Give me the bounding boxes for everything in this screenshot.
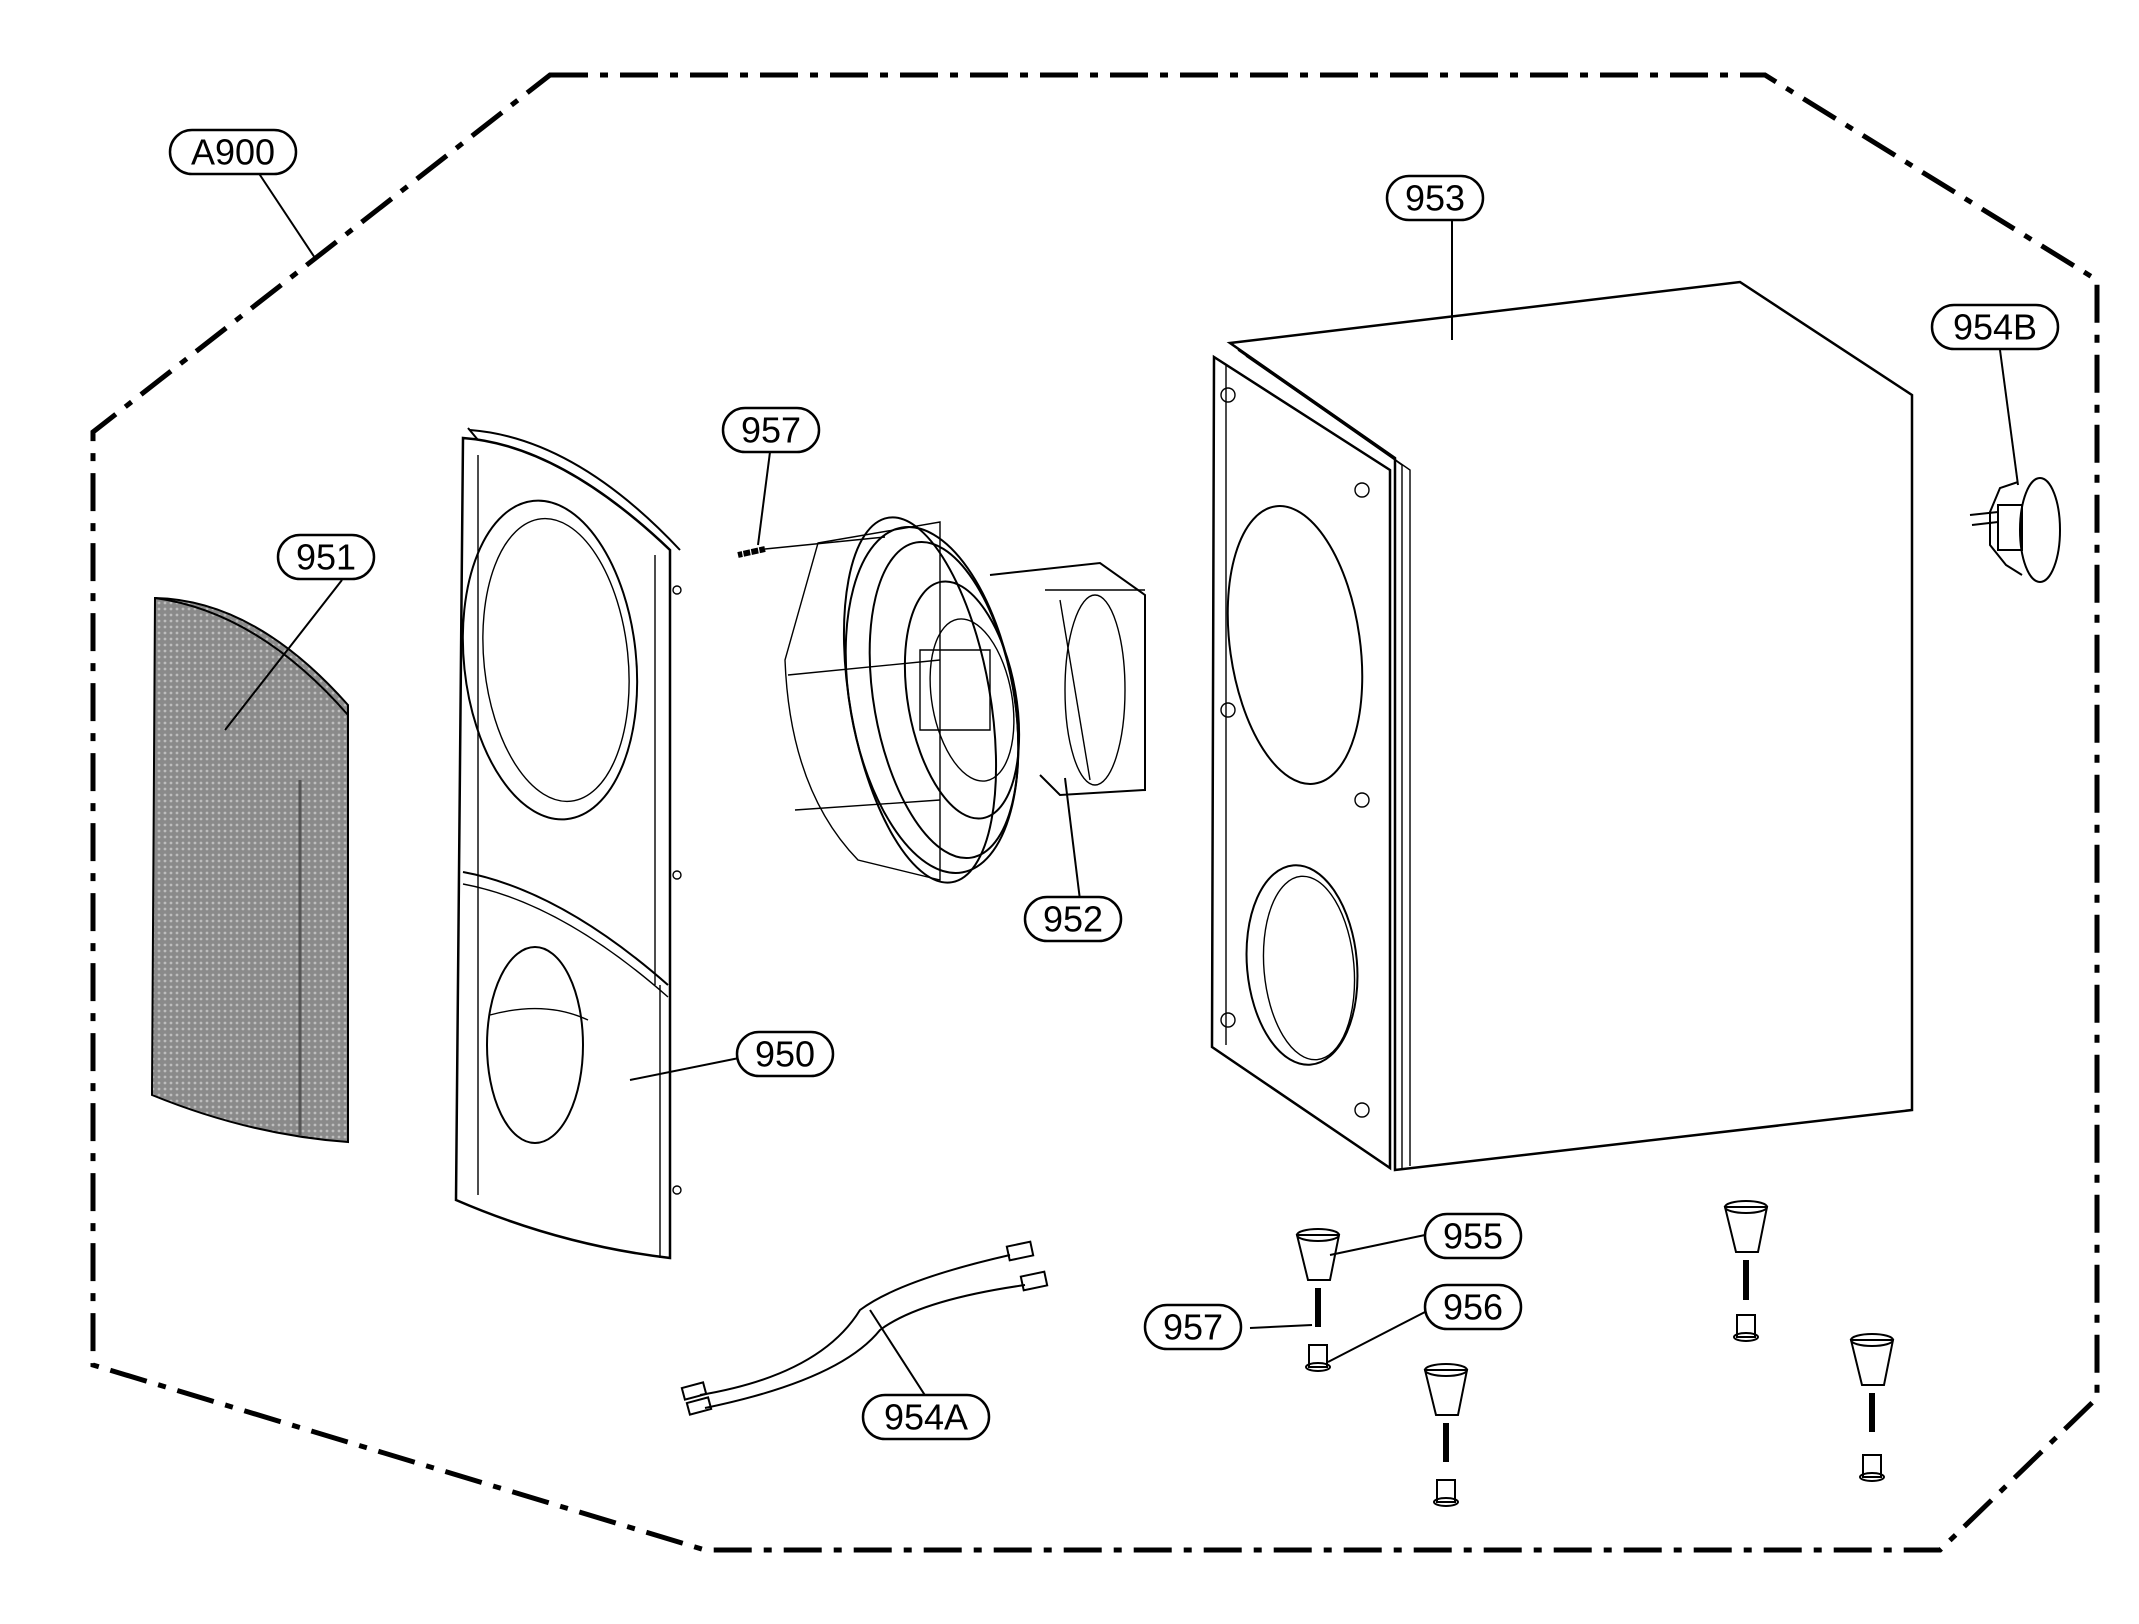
callout-957-bottom-text: 957 (1163, 1307, 1223, 1348)
foot-assembly-1 (1295, 1228, 1341, 1372)
callout-954a: 954A (861, 1393, 991, 1441)
callout-954a-text: 954A (884, 1397, 968, 1438)
speaker-grille-951 (150, 596, 349, 1144)
callout-956: 956 (1423, 1283, 1523, 1331)
callout-953: 953 (1385, 174, 1485, 222)
wire-harness-954a (680, 1240, 1049, 1416)
callout-951: 951 (276, 533, 376, 581)
leader-lines (224, 171, 2019, 1401)
speaker-cabinet-953 (1210, 280, 1914, 1172)
terminal-954b (1969, 477, 2061, 583)
callout-954b: 954B (1930, 303, 2060, 351)
assembly-boundary (90, 72, 2100, 1553)
callout-954b-text: 954B (1953, 307, 2037, 348)
callout-957-bottom: 957 (1143, 1303, 1243, 1351)
callout-953-text: 953 (1405, 178, 1465, 219)
callout-955: 955 (1423, 1212, 1523, 1260)
callout-955-text: 955 (1443, 1216, 1503, 1257)
callout-952-text: 952 (1043, 899, 1103, 940)
callout-957-top-text: 957 (741, 410, 801, 451)
foot-assembly-4 (1849, 1333, 1895, 1482)
callout-950-text: 950 (755, 1034, 815, 1075)
callout-950: 950 (735, 1030, 835, 1078)
screw-957-top (737, 536, 886, 561)
front-baffle-950 (454, 427, 682, 1260)
callout-a900-text: A900 (191, 132, 275, 173)
callout-956-text: 956 (1443, 1287, 1503, 1328)
callout-a900: A900 (168, 128, 298, 176)
woofer-952 (784, 516, 1146, 884)
foot-assembly-2 (1723, 1200, 1769, 1342)
callout-957-top: 957 (721, 406, 821, 454)
foot-assembly-3 (1423, 1363, 1469, 1507)
callout-952: 952 (1023, 895, 1123, 943)
callout-951-text: 951 (296, 537, 356, 578)
